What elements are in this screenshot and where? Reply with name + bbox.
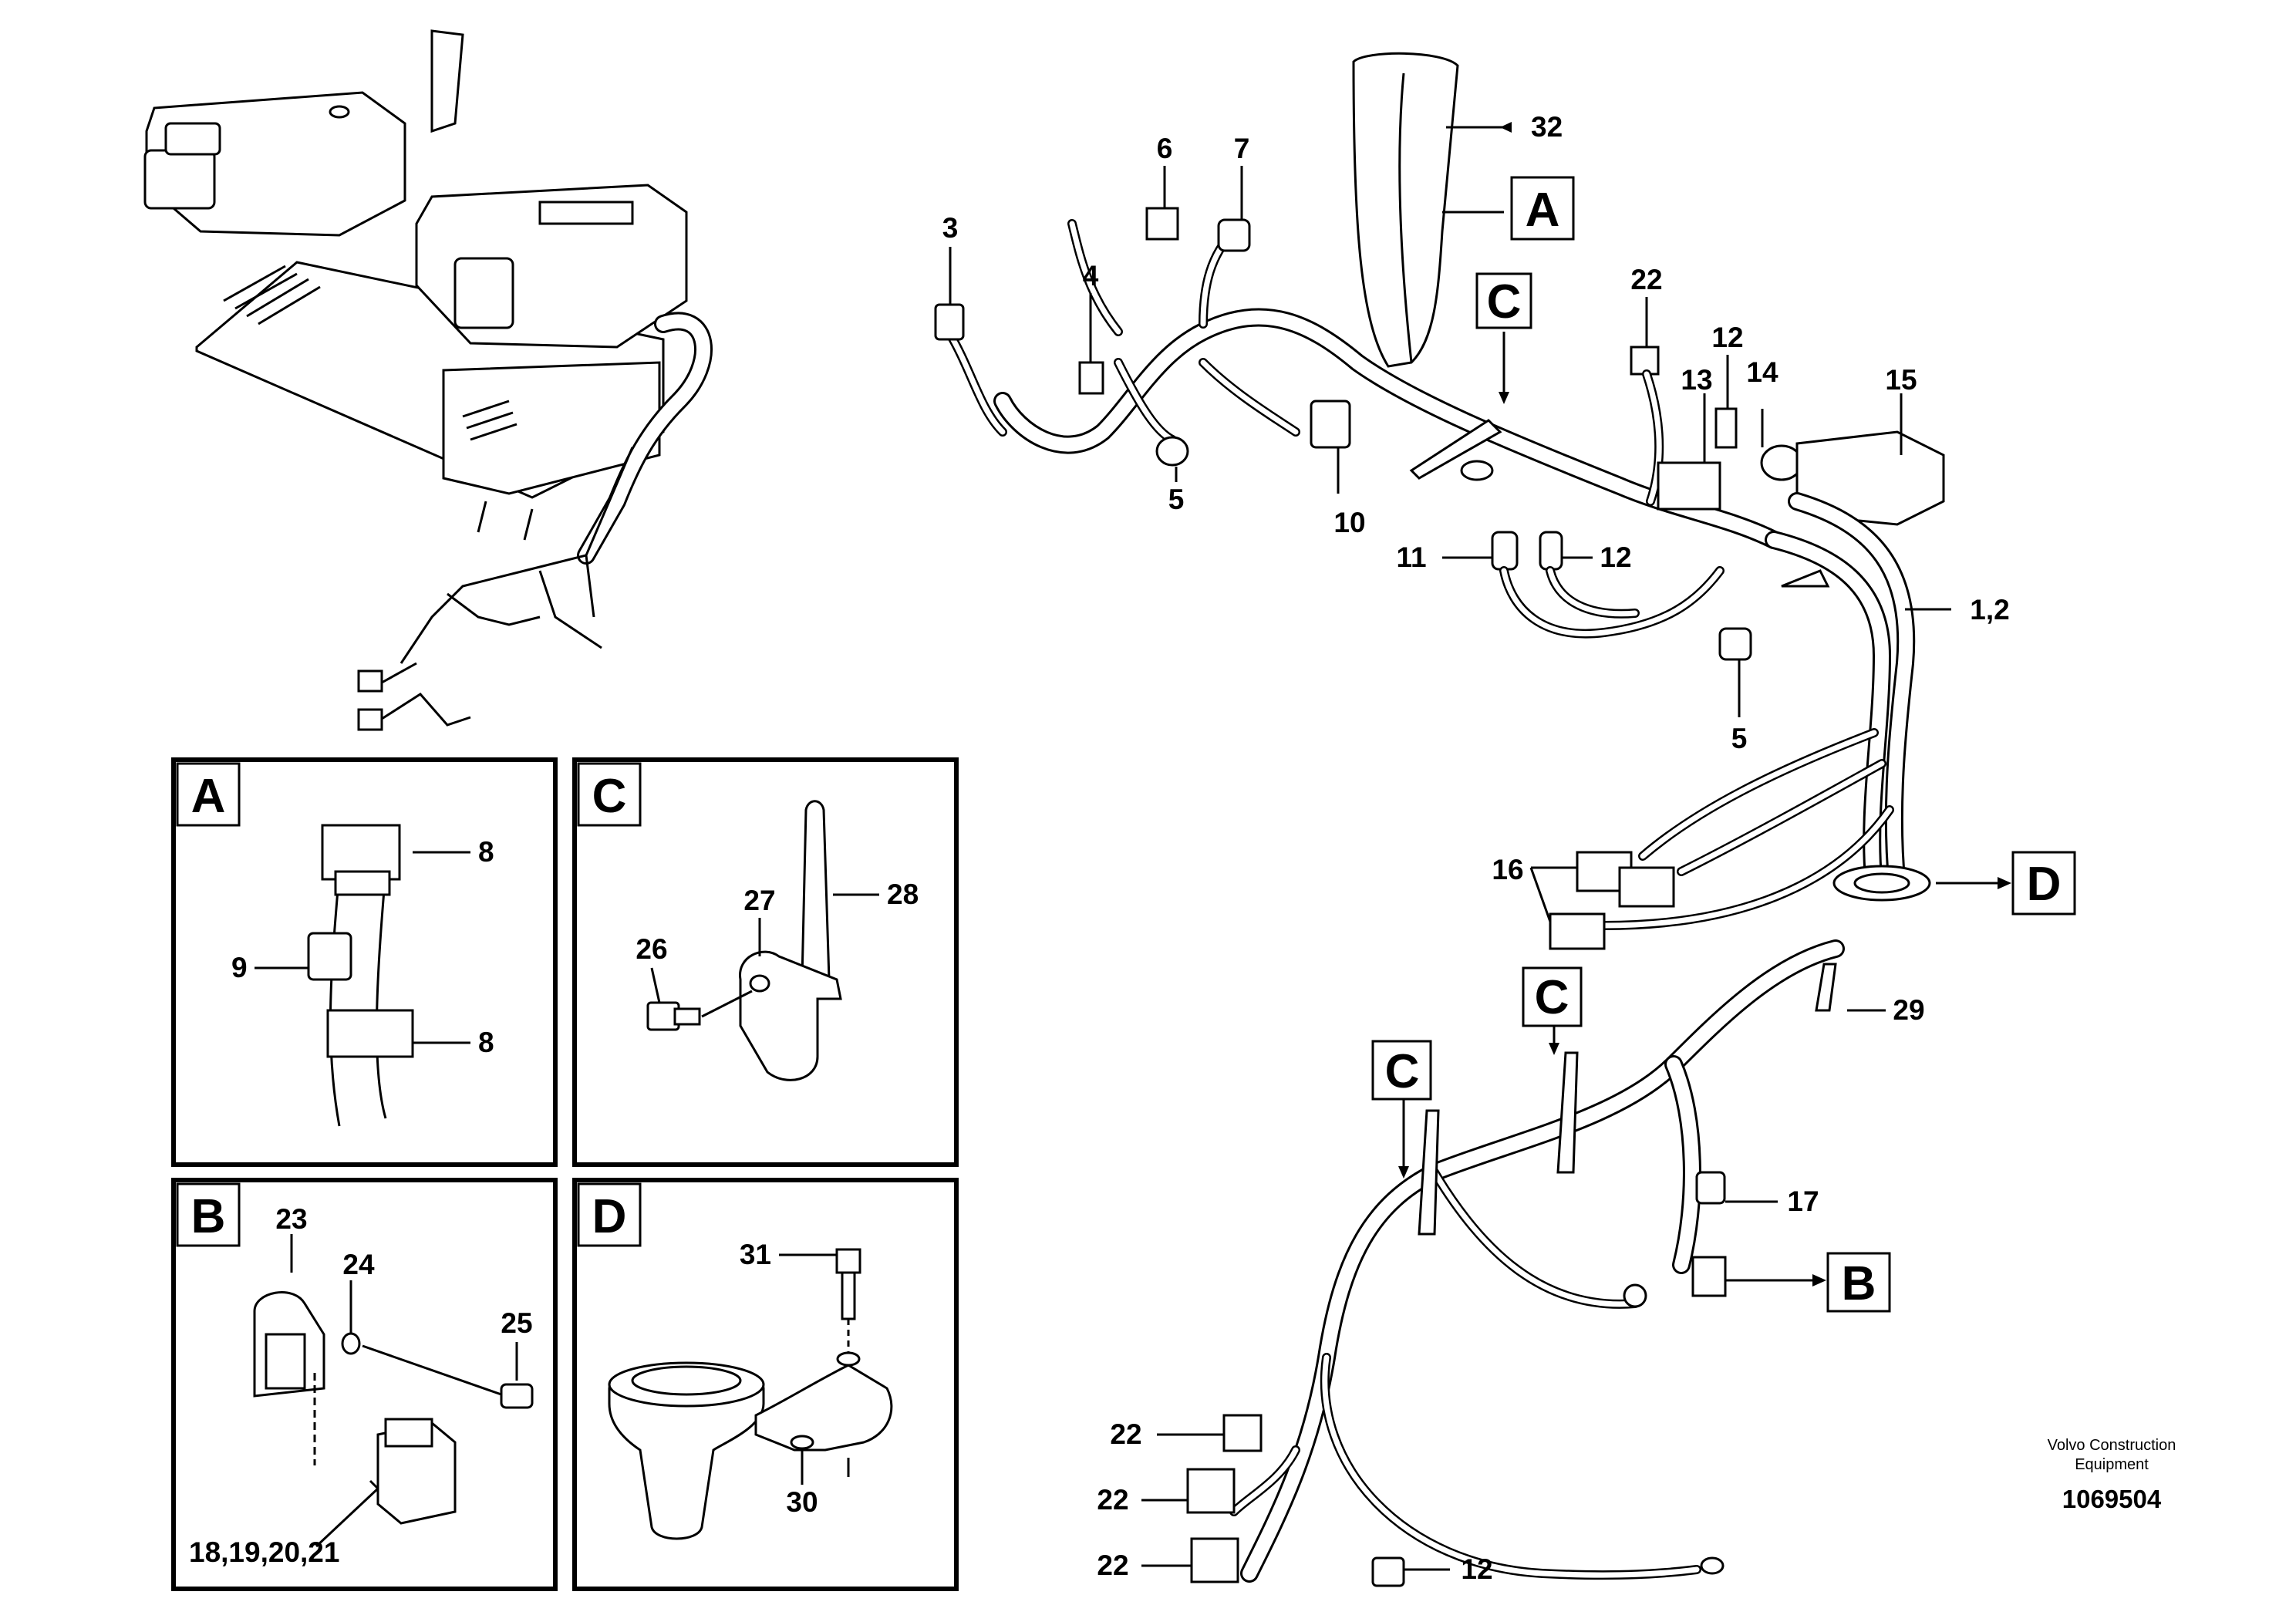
callout-12-top: 12 [1711,322,1743,353]
credit-line-2: Equipment [2075,1456,2149,1473]
connector-9 [307,932,352,981]
connector-5b [1718,627,1752,661]
connector-13 [1657,461,1721,511]
connector-10 [1310,400,1351,449]
callout-11: 11 [1396,541,1426,573]
callout-22b: 22 [1097,1484,1128,1516]
credit-line-1: Volvo Construction [2048,1437,2176,1454]
box-label-B: B [1842,1257,1876,1310]
callout-30: 30 [786,1486,818,1518]
main-callouts: 32 A 22 C 12 13 14 15 6 7 3 4 5 10 11 12… [942,111,2062,1585]
callout-4: 4 [1083,260,1099,292]
detail-B-letter: B [191,1190,226,1243]
callout-9: 9 [231,952,248,983]
detail-B: B 23 24 25 18,19,20,21 [171,1178,558,1591]
detail-C-letter: C [592,770,627,823]
connector-4 [1078,361,1104,395]
connector-22b [1186,1468,1236,1514]
callout-17: 17 [1787,1185,1819,1217]
callout-22-top: 22 [1630,264,1662,295]
bolt-31 [835,1248,861,1274]
callout-10: 10 [1333,507,1365,538]
callout-24: 24 [342,1249,375,1280]
callout-29: 29 [1893,994,1924,1026]
box-label-C-mid: C [1535,971,1569,1024]
relay-B [1691,1256,1727,1297]
callout-15: 15 [1885,364,1917,396]
connector-17 [1695,1171,1726,1205]
box-label-A: A [1526,184,1560,237]
connector-22c [1190,1537,1239,1583]
document-number: 1069504 [2062,1485,2162,1513]
connector-8-bottom [326,1009,414,1058]
plate-30 [754,1364,893,1452]
callout-16: 16 [1492,854,1523,885]
callout-23: 23 [275,1203,307,1235]
connector-5a [1155,436,1189,467]
connector-12-bottom [1371,1556,1405,1587]
callout-12-bottom: 12 [1461,1553,1492,1585]
callout-1-2: 1,2 [1970,594,2009,626]
main-harness-drawing [934,52,2011,1587]
connector-3 [934,303,965,341]
callout-12-mid: 12 [1600,541,1631,573]
callout-14: 14 [1746,356,1778,388]
callout-27: 27 [743,885,775,916]
detail-A-letter: A [191,770,226,823]
box-label-C-top: C [1487,275,1522,329]
connector-6 [1145,207,1179,241]
callout-22a: 22 [1110,1418,1141,1450]
detail-D: D 31 30 [572,1178,959,1591]
publisher-credit: Volvo Construction Equipment 1069504 [2048,1437,2176,1513]
connector-8-top [321,824,401,881]
connector-7 [1217,218,1251,252]
box-label-D: D [2027,858,2062,911]
callout-22c: 22 [1097,1549,1128,1581]
washer-24 [341,1332,361,1355]
callout-7: 7 [1234,133,1250,164]
connector-14 [1760,444,1803,481]
connector-12-mid [1539,531,1563,571]
cable-tie-28 [801,800,831,981]
callout-8-top: 8 [478,836,494,868]
callout-13: 13 [1681,364,1712,396]
connector-12-top [1714,407,1738,449]
connector-16b [1618,866,1675,908]
callout-26: 26 [636,933,667,965]
callout-5-upper: 5 [1168,484,1185,515]
callout-3: 3 [942,212,959,244]
detail-C: C 27 28 26 [572,757,959,1167]
connector-16c [1549,912,1606,950]
callout-28: 28 [887,878,919,910]
detail-D-letter: D [592,1190,627,1243]
callout-6: 6 [1157,133,1173,164]
connector-11 [1491,531,1519,571]
box-label-C-lower: C [1385,1045,1420,1098]
callout-5-lower: 5 [1731,723,1748,754]
callout-31: 31 [740,1239,771,1270]
callout-8-bottom: 8 [478,1027,494,1058]
callout-18-19-20-21: 18,19,20,21 [189,1536,339,1568]
callout-25: 25 [501,1307,532,1339]
overview-cab-sketch [143,29,713,731]
screw-25 [500,1383,534,1409]
connector-22a [1222,1414,1263,1452]
callout-32: 32 [1531,111,1563,143]
detail-A: A 8 9 8 [171,757,558,1167]
